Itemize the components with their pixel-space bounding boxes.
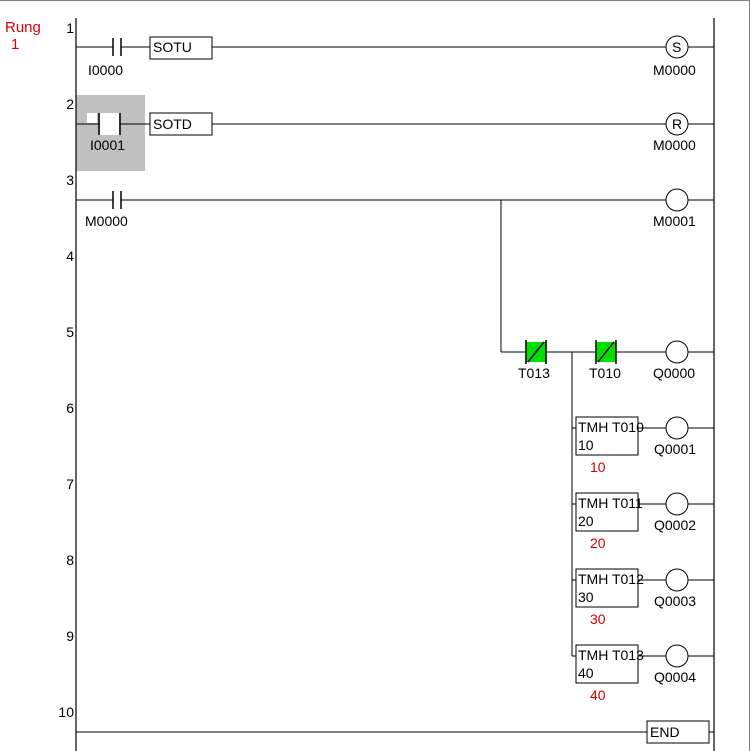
timer-name-t012: TMH T012 <box>578 571 644 587</box>
coil-label-m0000-reset: M0000 <box>653 137 696 153</box>
timer-preset-t010: 10 <box>578 437 594 453</box>
coil-label-m0001: M0001 <box>653 213 696 229</box>
timer-preset-t011: 20 <box>578 513 594 529</box>
box-label-sotd: SOTD <box>153 116 192 132</box>
timer-preset-t012: 30 <box>578 589 594 605</box>
rung-header: Rung 1 <box>5 19 45 53</box>
line-number-6: 6 <box>66 400 74 416</box>
timer-row-3 <box>572 568 714 608</box>
coil-label-q0002: Q0002 <box>654 517 697 533</box>
line-number-1: 1 <box>66 20 74 36</box>
timer-row-4 <box>572 644 714 684</box>
coil-label-m0000-set: M0000 <box>653 62 696 78</box>
coil-label-q0000: Q0000 <box>653 365 696 381</box>
line-number-4: 4 <box>66 248 74 264</box>
rung-line-2 <box>76 112 714 136</box>
timer-preset-t013: 40 <box>578 665 594 681</box>
line-number-7: 7 <box>66 476 74 492</box>
contact-label-t013: T013 <box>518 365 550 381</box>
timer-row-1 <box>572 416 714 456</box>
box-label-sotu: SOTU <box>153 39 192 55</box>
coil-label-q0003: Q0003 <box>654 593 697 609</box>
line-number-5: 5 <box>66 324 74 340</box>
timer-current-t013: 40 <box>590 687 606 703</box>
rung-number: 1 <box>11 36 20 53</box>
contact-label-i0000: I0000 <box>88 62 124 78</box>
contact-label-t010: T010 <box>589 365 621 381</box>
window-top-border <box>0 0 750 1</box>
end-rung-line <box>76 720 714 744</box>
line-number-2: 2 <box>66 96 74 112</box>
timer-row-2 <box>572 492 714 532</box>
timer-name-t013: TMH T013 <box>578 647 644 663</box>
line-number-10: 10 <box>58 704 74 720</box>
coil-label-q0004: Q0004 <box>654 669 697 685</box>
coil-label-q0001: Q0001 <box>654 441 697 457</box>
rung-line-1 <box>76 35 714 60</box>
coil-reset-symbol: R <box>672 116 683 132</box>
rung-line-3 <box>76 188 714 352</box>
contact-label-m0000: M0000 <box>85 213 128 229</box>
contact-label-i0001[interactable]: I0001 <box>90 137 126 153</box>
coil-set-symbol: S <box>672 39 682 55</box>
end-instruction: END <box>650 724 680 740</box>
timer-name-t010: TMH T010 <box>578 419 644 435</box>
line-number-3: 3 <box>66 172 74 188</box>
line-number-9: 9 <box>66 628 74 644</box>
line-number-8: 8 <box>66 552 74 568</box>
timer-current-t010: 10 <box>590 459 606 475</box>
timer-current-t011: 20 <box>590 535 606 551</box>
timer-current-t012: 30 <box>590 611 606 627</box>
rung-label: Rung <box>5 19 41 36</box>
timer-name-t011: TMH T011 <box>578 495 643 511</box>
